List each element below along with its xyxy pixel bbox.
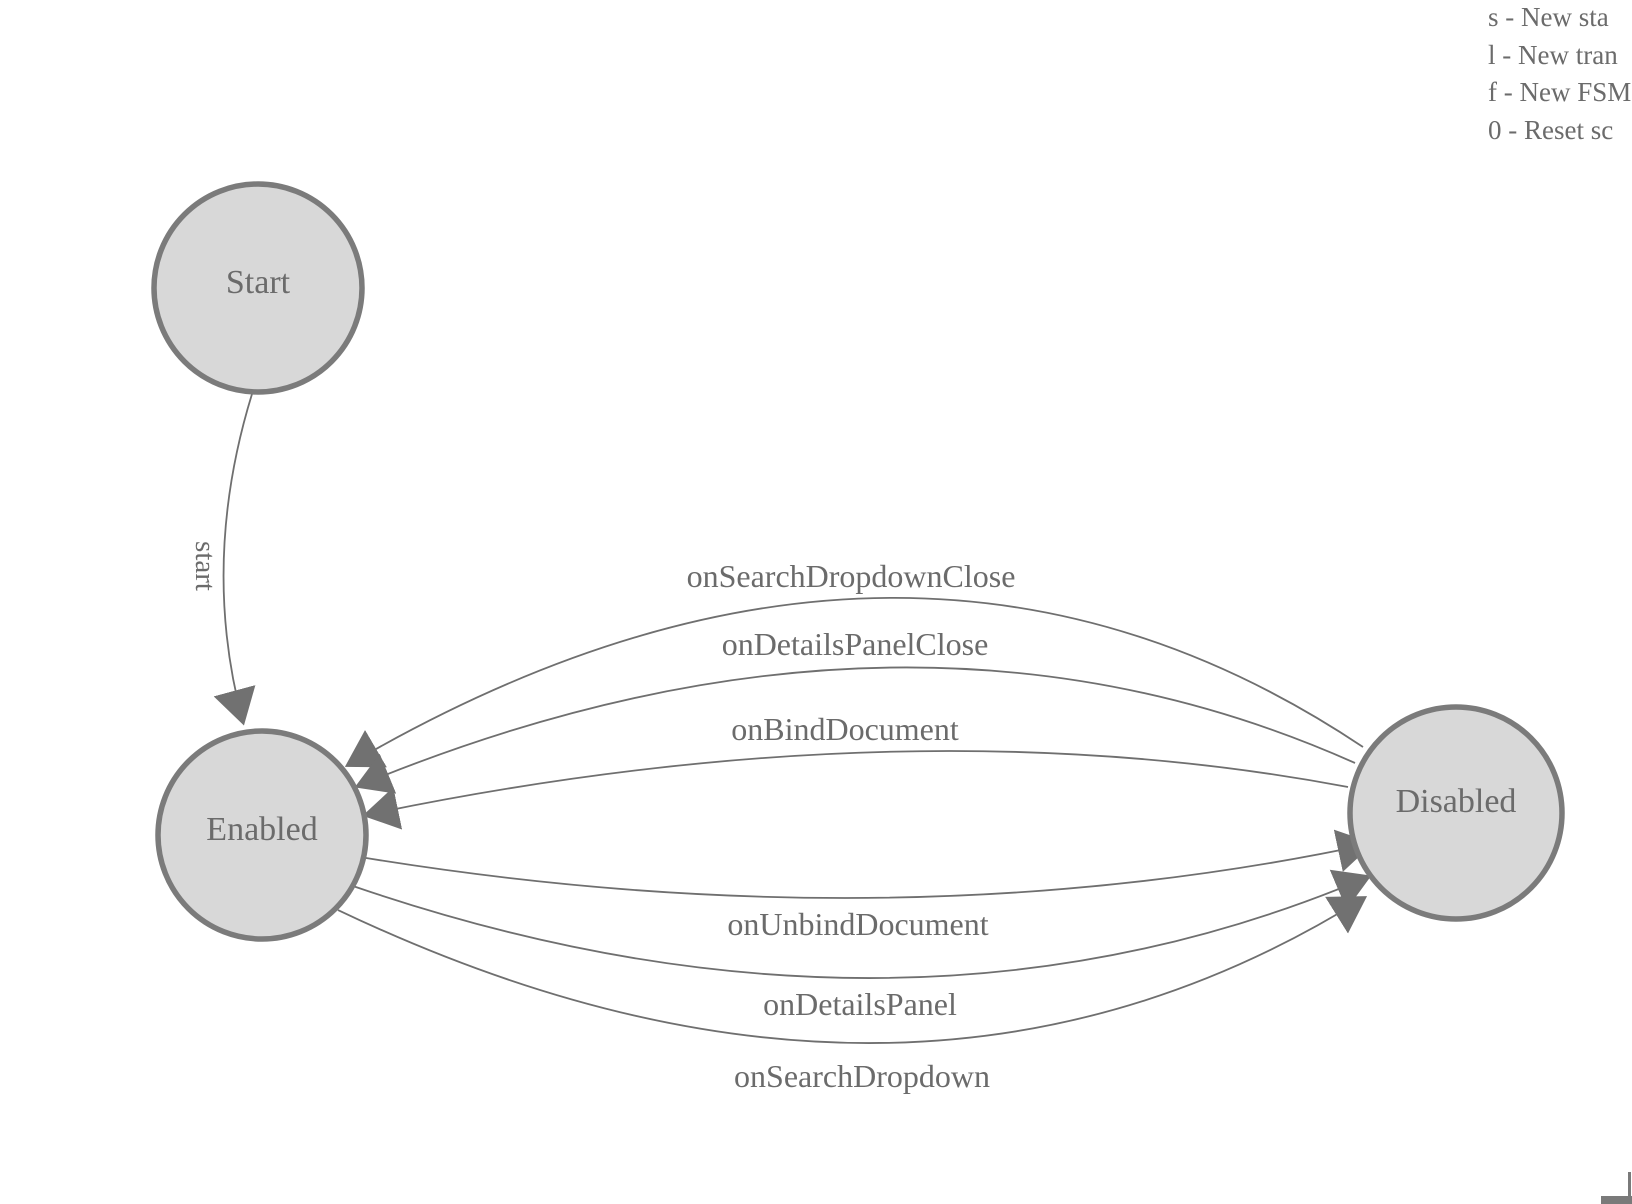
state-enabled[interactable]: Enabled bbox=[155, 728, 369, 942]
transition-ondetailspanel-path[interactable] bbox=[349, 869, 1372, 979]
state-start-circle[interactable] bbox=[151, 181, 365, 395]
transition-label-ondetailspanel[interactable]: onDetailsPanel bbox=[763, 986, 957, 1022]
state-start[interactable]: Start bbox=[151, 181, 365, 395]
state-disabled-circle[interactable] bbox=[1347, 704, 1565, 922]
state-start-label: Start bbox=[226, 264, 291, 301]
transition-label-onbinddocument[interactable]: onBindDocument bbox=[731, 711, 959, 747]
state-disabled-label: Disabled bbox=[1396, 783, 1517, 820]
transition-ondetailspanelclose-path[interactable] bbox=[354, 666, 1356, 794]
state-enabled-circle[interactable] bbox=[155, 728, 369, 942]
transition-label-ondetailspanelclose[interactable]: onDetailsPanelClose bbox=[722, 626, 989, 662]
legend-line-reset-scale: 0 - Reset sc bbox=[1488, 114, 1614, 145]
legend-line-new-state: s - New sta bbox=[1488, 2, 1609, 32]
transition-label-onsearchdropdownclose[interactable]: onSearchDropdownClose bbox=[687, 558, 1016, 594]
transition-label-start[interactable]: start bbox=[189, 541, 221, 591]
transition-start-path[interactable] bbox=[213, 393, 256, 726]
canvas-corner-vertical-edge bbox=[1628, 1172, 1631, 1204]
transition-onunbinddocument-path[interactable] bbox=[359, 829, 1374, 899]
transition-onsearchdropdown-path[interactable] bbox=[337, 896, 1368, 1044]
transition-onbinddocument-path[interactable] bbox=[362, 750, 1349, 830]
transition-label-onsearchdropdown[interactable]: onSearchDropdown bbox=[734, 1058, 990, 1094]
transition-onsearchdropdownclose-path[interactable] bbox=[344, 597, 1364, 768]
canvas-corner-horizontal-edge bbox=[1601, 1196, 1632, 1204]
transition-label-onunbinddocument[interactable]: onUnbindDocument bbox=[727, 906, 988, 942]
state-enabled-label: Enabled bbox=[206, 811, 317, 848]
state-disabled[interactable]: Disabled bbox=[1347, 704, 1565, 922]
legend-line-new-fsm: f - New FSM bbox=[1488, 77, 1632, 108]
keyboard-shortcuts-legend: s - New sta l - New tran f - New FSM 0 -… bbox=[1488, 0, 1631, 149]
legend-line-new-transition: l - New tran bbox=[1488, 39, 1618, 70]
